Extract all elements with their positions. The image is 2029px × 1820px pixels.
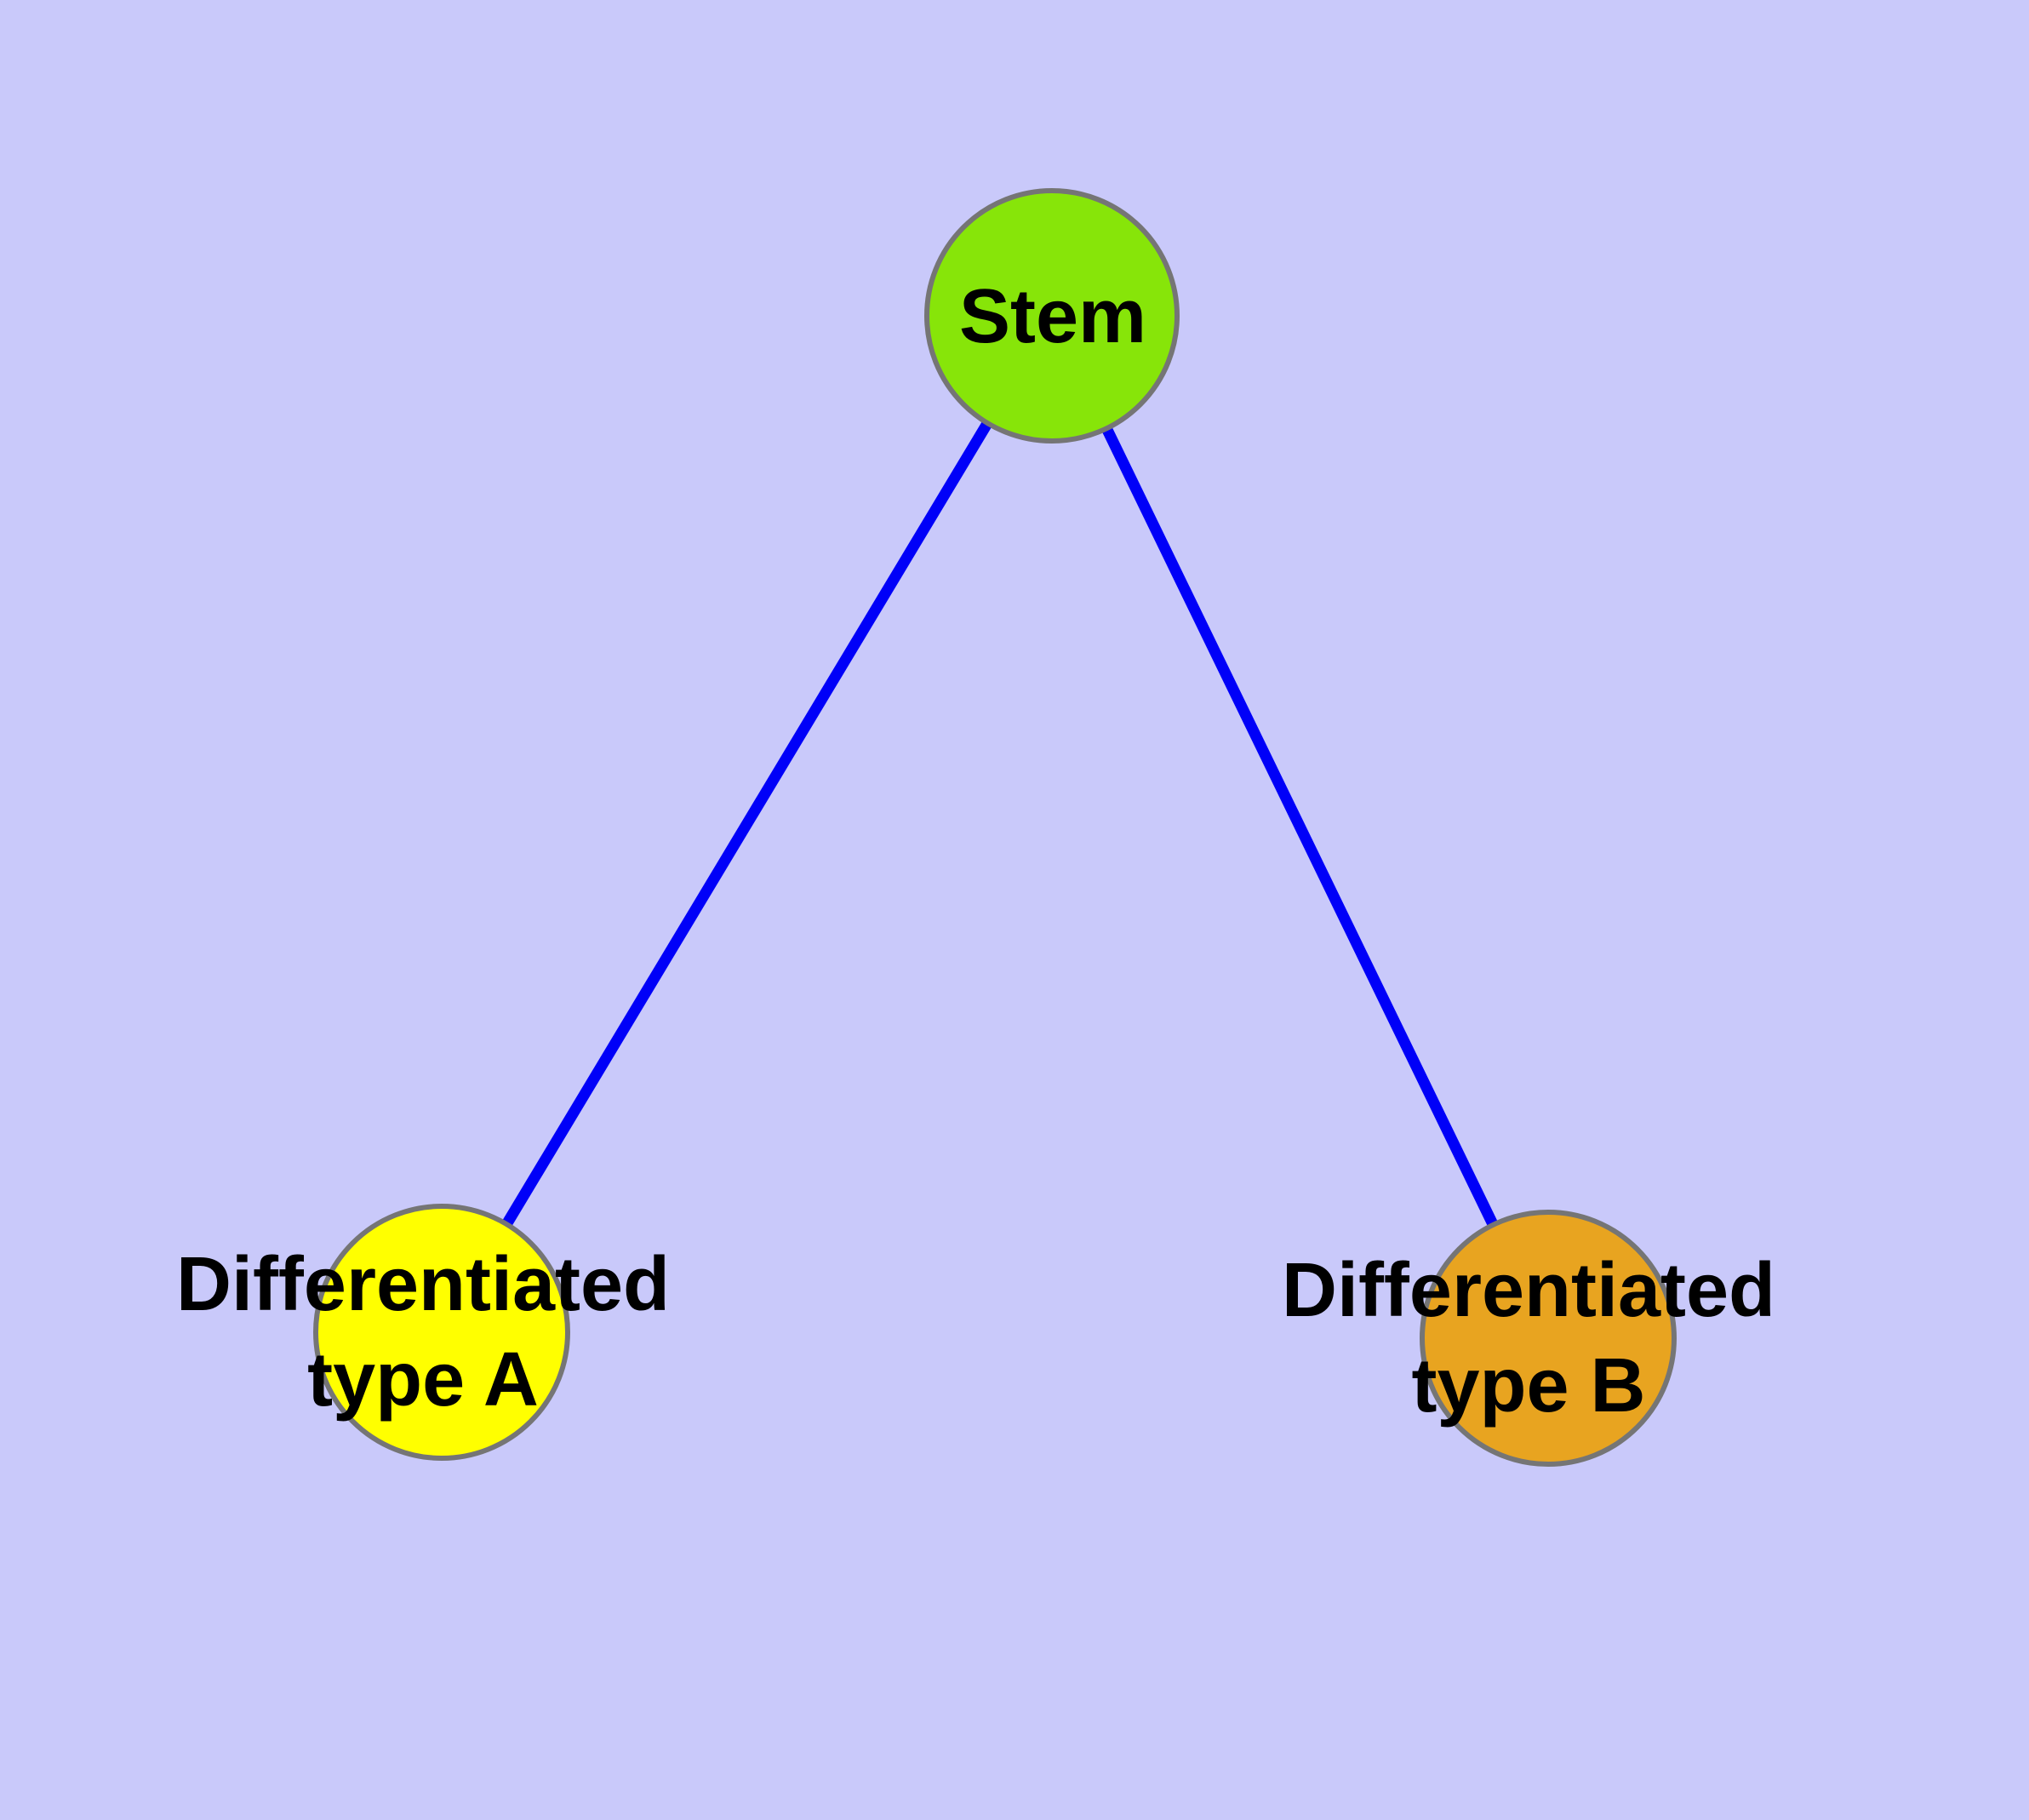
node-differentiated-type-b xyxy=(1420,1210,1677,1467)
node-differentiated-type-a xyxy=(313,1204,570,1461)
node-stem xyxy=(924,188,1180,444)
edge-stem-to-type-a xyxy=(437,312,1057,1336)
edge-stem-to-type-b xyxy=(1047,313,1553,1341)
